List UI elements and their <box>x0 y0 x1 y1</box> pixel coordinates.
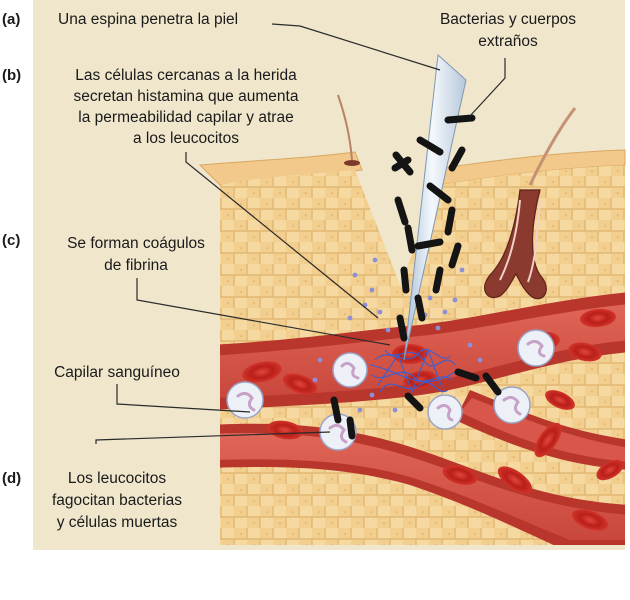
red-blood-cell <box>534 422 562 458</box>
label-bacteria-1: Bacterias y cuerpos <box>440 11 576 28</box>
red-blood-cell <box>497 466 533 494</box>
label-phagocytosis-2: fagocitan bacterias <box>52 492 182 509</box>
bacteria <box>330 114 502 440</box>
red-blood-cell <box>596 459 624 481</box>
label-phagocytosis-1: Los leucocitos <box>68 470 166 487</box>
label-bacteria-2: extraños <box>478 33 538 50</box>
leukocyte <box>427 394 463 430</box>
histamine-dots <box>312 257 483 413</box>
red-blood-cell <box>545 390 575 410</box>
label-thorn: Una espina penetra la piel <box>58 11 238 28</box>
red-blood-cell <box>392 344 428 364</box>
leukocyte <box>332 352 368 388</box>
red-blood-cell <box>571 509 609 531</box>
label-fibrin-2: de fibrina <box>104 257 168 274</box>
thorn <box>403 53 467 361</box>
label-histamine-1: Las células cercanas a la herida <box>75 67 297 84</box>
hair <box>337 94 353 161</box>
label-histamine-2: secretan histamina que aumenta <box>74 88 299 105</box>
red-blood-cell <box>580 308 616 328</box>
leukocyte <box>226 381 264 419</box>
label-histamine-4: a los leucocitos <box>133 130 239 147</box>
red-blood-cell <box>267 420 303 440</box>
label-fibrin-1: Se forman coágulos <box>67 235 205 252</box>
hair <box>528 107 577 186</box>
label-capillary: Capilar sanguíneo <box>54 364 180 381</box>
step-d: (d) <box>2 470 21 487</box>
red-blood-cell <box>242 361 282 383</box>
leader-lines <box>95 23 506 444</box>
step-a: (a) <box>2 11 20 28</box>
red-blood-cell <box>568 342 602 362</box>
fibrin-clot <box>369 348 456 394</box>
label-histamine-3: la permeabilidad capilar y atrae <box>78 109 293 126</box>
leukocyte <box>517 329 555 367</box>
step-c: (c) <box>2 232 20 249</box>
red-blood-cell <box>282 373 318 395</box>
red-blood-cell <box>442 465 478 485</box>
step-b: (b) <box>2 67 21 84</box>
leukocytes <box>226 329 555 451</box>
label-phagocytosis-3: y células muertas <box>57 514 178 531</box>
